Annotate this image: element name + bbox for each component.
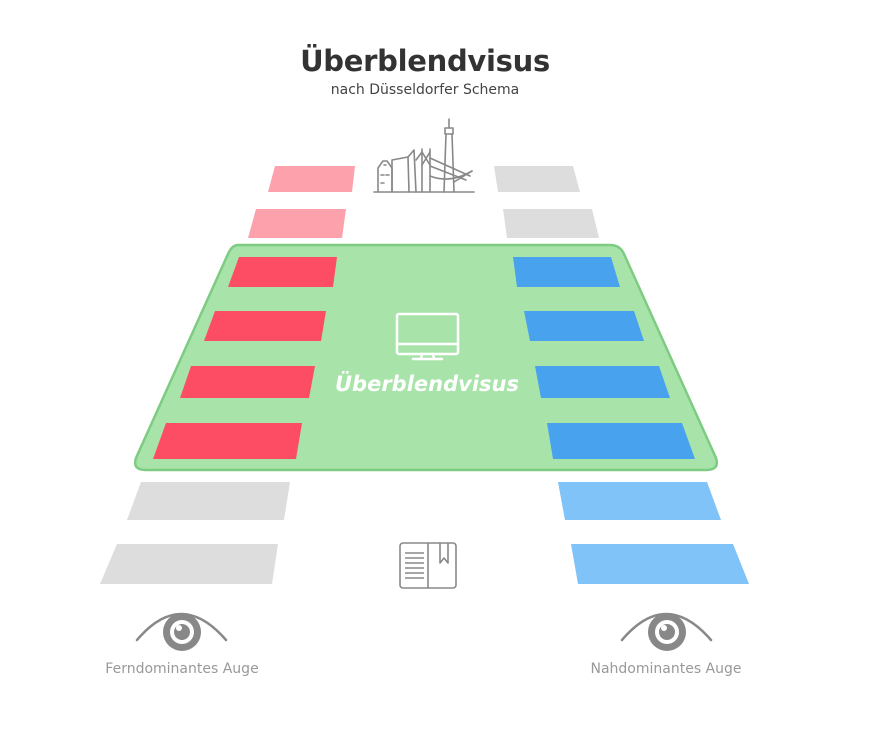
left-bar-4 xyxy=(204,311,326,341)
page-subtitle: nach Düsseldorfer Schema xyxy=(330,82,520,98)
left-bar-6 xyxy=(153,423,302,459)
central-area-label: Überblendvisus xyxy=(335,371,519,396)
dusseldorf-skyline-icon xyxy=(373,118,475,193)
right-bar-3 xyxy=(513,257,620,287)
left-bar-3 xyxy=(228,257,337,287)
left-eye-icon xyxy=(135,612,228,651)
left-eye-label: Ferndominantes Auge xyxy=(105,661,258,677)
right-bar-1 xyxy=(494,166,580,192)
central-area xyxy=(133,243,719,472)
book-icon xyxy=(399,542,457,589)
right-bar-5 xyxy=(535,366,670,398)
right-bar-4 xyxy=(524,311,644,341)
right-bar-7 xyxy=(558,482,721,520)
right-bar-2 xyxy=(503,209,599,238)
right-eye-label: Nahdominantes Auge xyxy=(590,661,741,677)
monitor-icon xyxy=(395,312,460,361)
left-bar-5 xyxy=(180,366,315,398)
left-bar-1 xyxy=(268,166,355,192)
left-bar-7 xyxy=(127,482,290,520)
page-title: Überblendvisus xyxy=(300,44,550,78)
left-bar-2 xyxy=(248,209,346,238)
right-bar-6 xyxy=(547,423,695,459)
left-bar-8 xyxy=(100,544,278,584)
right-eye-icon xyxy=(620,612,713,651)
right-bar-8 xyxy=(571,544,749,584)
